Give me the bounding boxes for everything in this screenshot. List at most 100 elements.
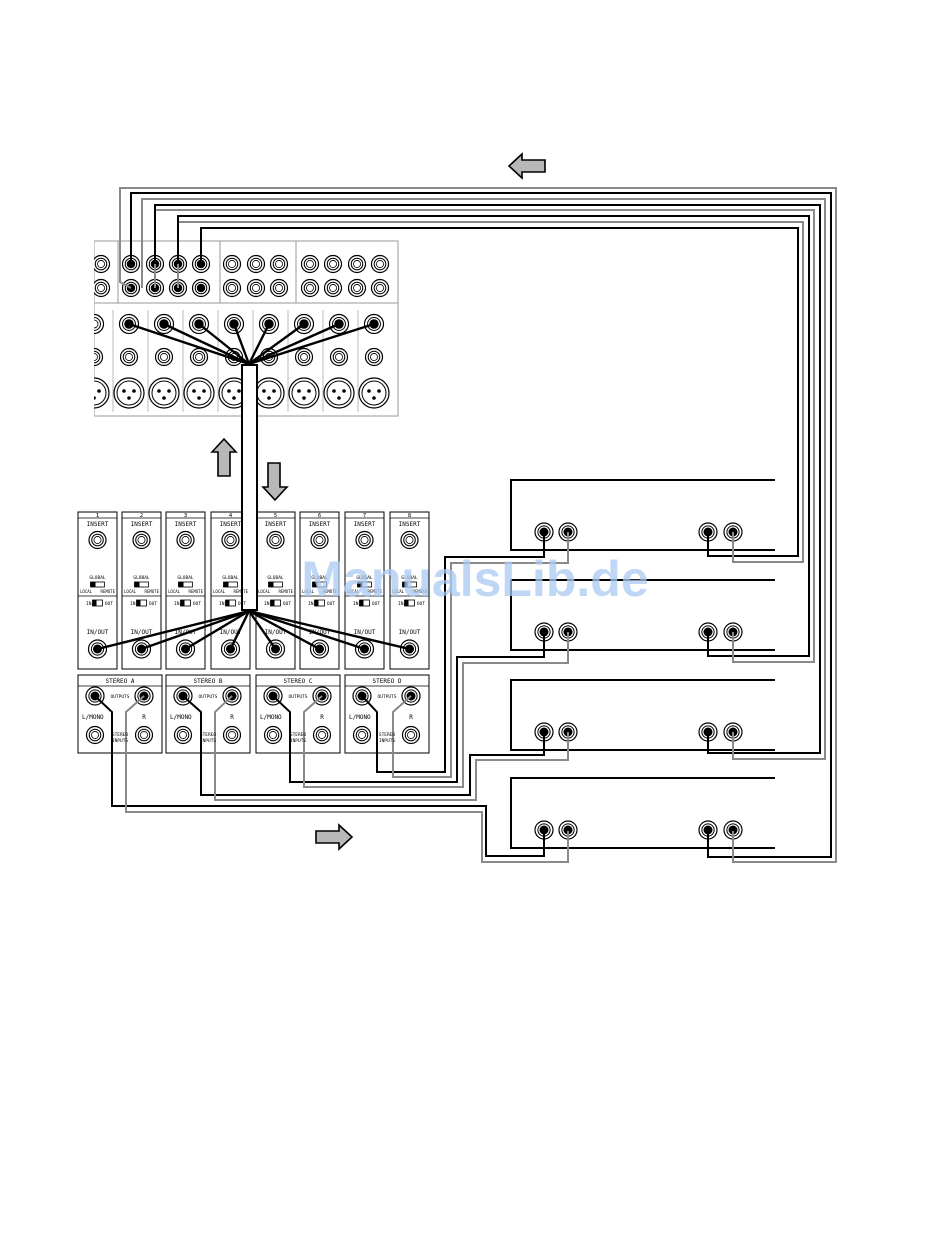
- stereo-inputs-label: STEREO: [290, 732, 307, 738]
- bus-jack-top: [91, 254, 111, 274]
- stereo-inputs-label: INPUTS: [112, 738, 129, 744]
- return-cable-3-right: [141, 198, 826, 760]
- channel-number: 8: [408, 513, 411, 519]
- insert-label: INSERT: [87, 521, 109, 528]
- right-label: R: [409, 714, 413, 721]
- remote-label: REMOTE: [101, 589, 116, 594]
- send-cable-c-right: [303, 632, 569, 788]
- insert-cable-mixer: [248, 322, 340, 366]
- local-label: LOCAL: [124, 589, 137, 594]
- left-mono-label: L/MONO: [170, 714, 192, 721]
- stereo-inputs-label: INPUTS: [200, 738, 217, 744]
- bus-jack-bottom: [370, 278, 390, 298]
- bus-jack-bottom: [222, 278, 242, 298]
- insert-cable-unit: [229, 610, 251, 650]
- bus-jack-top: [347, 254, 367, 274]
- insert-jack: [266, 530, 285, 550]
- insert-cable-mixer: [198, 323, 250, 365]
- bus-jack-top: [222, 254, 242, 274]
- send-cable-d-right: [392, 532, 569, 778]
- left-mono-label: L/MONO: [349, 714, 371, 721]
- remote-label: REMOTE: [368, 589, 383, 594]
- stereo-title: STEREO A: [106, 678, 135, 685]
- global-label: GLOBAL: [311, 575, 328, 581]
- mixer-xlr-jack: [288, 377, 320, 409]
- channel-strip-8: [389, 511, 430, 670]
- inout-label: IN/OUT: [87, 629, 109, 636]
- insert-label: INSERT: [175, 521, 197, 528]
- mixer-line-jack: [329, 347, 349, 367]
- send-cable-d-left: [361, 532, 545, 773]
- inout-label: IN/OUT: [399, 629, 421, 636]
- channel-number: 3: [184, 513, 187, 519]
- insert-cable-unit: [248, 609, 321, 651]
- insert-cable-mixer: [232, 323, 251, 365]
- insert-label: INSERT: [309, 521, 331, 528]
- out-label: OUT: [193, 601, 201, 607]
- stereo-input-left-jack: [263, 725, 283, 745]
- bus-jack-bottom: [246, 278, 266, 298]
- global-label: GLOBAL: [401, 575, 418, 581]
- inout-label: IN/OUT: [131, 629, 153, 636]
- inout-label: IN/OUT: [175, 629, 197, 636]
- channel-strip-2: [121, 511, 162, 670]
- channel-number: 4: [229, 513, 233, 519]
- in-label: IN: [308, 601, 314, 607]
- channel-number: 2: [140, 513, 143, 519]
- arrow-down-icon: [261, 462, 289, 502]
- send-cable-b-right: [214, 695, 569, 801]
- insert-jack: [176, 530, 195, 550]
- insert-cable-mixer: [247, 323, 271, 365]
- outputs-label: OUTPUTS: [199, 694, 218, 700]
- insert-jack: [221, 530, 240, 550]
- arrow-up-icon: [210, 437, 238, 477]
- stereo-title: STEREO B: [194, 678, 223, 685]
- insert-jack: [132, 530, 151, 550]
- local-label: LOCAL: [258, 589, 271, 594]
- global-label: GLOBAL: [222, 575, 239, 581]
- global-label: GLOBAL: [356, 575, 373, 581]
- insert-jack: [355, 530, 374, 550]
- stereo-title: STEREO D: [373, 678, 402, 685]
- bus-jack-bottom: [347, 278, 367, 298]
- insert-cable-unit: [97, 609, 250, 651]
- mixer-back-panel: [40, 236, 399, 420]
- return-cable-4-right: [119, 187, 837, 863]
- insert-jack: [88, 530, 107, 550]
- remote-label: REMOTE: [279, 589, 294, 594]
- send-cable-c-left: [272, 632, 545, 783]
- device-input-right-jack: [558, 820, 578, 840]
- out-label: OUT: [149, 601, 157, 607]
- return-cable-2-left: [177, 215, 810, 657]
- in-label: IN: [398, 601, 404, 607]
- arrow-left-icon: [507, 152, 546, 180]
- mixer-line-jack: [189, 347, 209, 367]
- channel-number: 1: [96, 513, 99, 519]
- inout-label: IN/OUT: [309, 629, 331, 636]
- send-cable-a-left: [94, 695, 545, 857]
- mixer-xlr-jack: [183, 377, 215, 409]
- channel-strip-7: [344, 511, 385, 670]
- out-label: OUT: [327, 601, 335, 607]
- global-label: GLOBAL: [133, 575, 150, 581]
- stereo-input-right-jack: [222, 725, 242, 745]
- insert-cable-mixer: [163, 322, 250, 366]
- global-label: GLOBAL: [177, 575, 194, 581]
- bus-jack-bottom: [269, 278, 289, 298]
- out-label: OUT: [238, 601, 246, 607]
- inout-label: IN/OUT: [265, 629, 287, 636]
- external-device-4: [510, 777, 775, 849]
- channel-number: 7: [363, 513, 366, 519]
- stereo-input-right-jack: [401, 725, 421, 745]
- stereo-input-left-jack: [85, 725, 105, 745]
- send-cable-a-right: [125, 695, 569, 863]
- local-label: LOCAL: [168, 589, 181, 594]
- stereo-input-left-jack: [352, 725, 372, 745]
- snake-cable: [241, 364, 258, 611]
- mixer-line-jack: [294, 347, 314, 367]
- bus-jack-bottom: [191, 278, 211, 298]
- insert-cable-unit: [184, 609, 250, 651]
- bus-jack-top: [269, 254, 289, 274]
- outputs-label: OUTPUTS: [111, 694, 130, 700]
